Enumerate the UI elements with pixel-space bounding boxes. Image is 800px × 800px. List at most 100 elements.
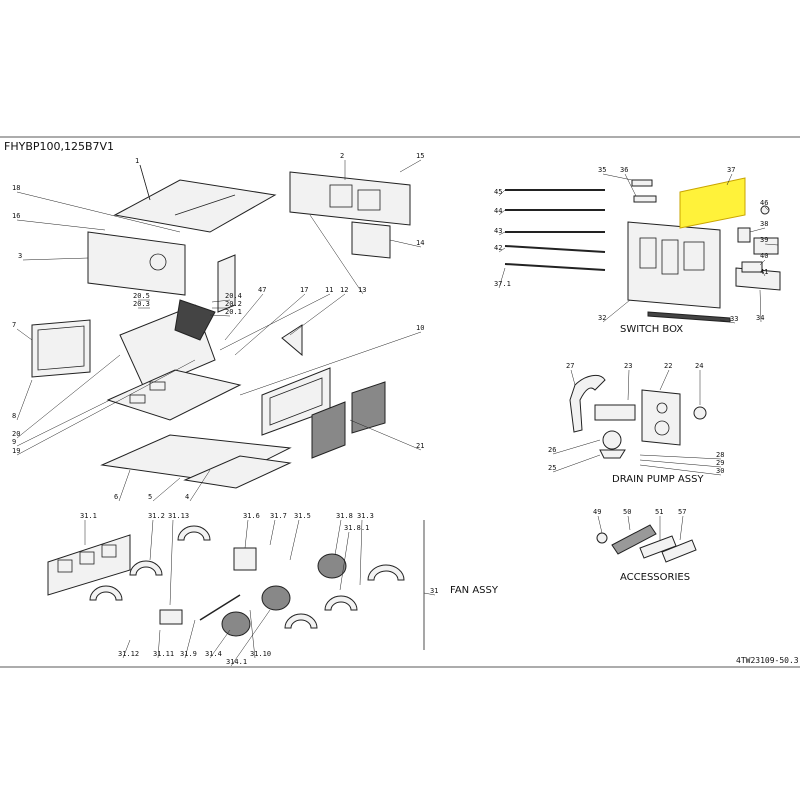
- part-label-11: 11: [325, 286, 333, 294]
- leader-line-31-5: [289, 519, 300, 561]
- leader-line-37-1: [498, 267, 506, 289]
- part-38: [737, 227, 751, 243]
- leader-line-50: [627, 515, 631, 531]
- part-label-20-3: 20.3: [133, 300, 150, 308]
- fan-assy-parts: [47, 525, 405, 637]
- leader-line-47: [224, 293, 264, 341]
- part-label-4: 4: [185, 493, 189, 501]
- leader-line-31-10: [249, 609, 256, 659]
- rods-45-37.1: [504, 189, 606, 271]
- plate-22: [641, 389, 681, 446]
- part-label-49: 49: [593, 508, 601, 516]
- drain-pump-26: [594, 404, 636, 459]
- part-46: [760, 205, 770, 215]
- part-label-36: 36: [620, 166, 628, 174]
- leader-line-16: [16, 219, 106, 231]
- part-label-24: 24: [695, 362, 703, 370]
- leader-line-43: [498, 231, 506, 236]
- leader-line-25: [552, 454, 601, 473]
- part-label-5: 5: [148, 493, 152, 501]
- part-label-29: 29: [716, 459, 724, 467]
- part-label-2: 2: [340, 152, 344, 160]
- panel-7: [31, 319, 91, 378]
- part-label-32: 32: [598, 314, 606, 322]
- leader-line-31-8: [334, 519, 342, 556]
- leader-line-33: [719, 319, 736, 324]
- leader-line-49: [597, 515, 603, 534]
- leader-line-21: [349, 419, 422, 451]
- leader-line-31-12: [122, 639, 131, 659]
- leader-line-46: [764, 206, 769, 211]
- part-label-37-1: 37.1: [494, 280, 511, 288]
- part-label-14: 14: [416, 239, 424, 247]
- grommet-24: [693, 406, 707, 420]
- caption-switch-box: SWITCH BOX: [620, 324, 683, 335]
- switch-box-32: [627, 221, 721, 309]
- leader-line-42: [498, 247, 506, 253]
- part-label-30: 30: [716, 467, 724, 475]
- part-label-21: 21: [416, 442, 424, 450]
- part-label-26: 26: [548, 446, 556, 454]
- part-label-37: 37: [727, 166, 735, 174]
- part-label-18: 18: [12, 184, 20, 192]
- part-label-31-8: 31.8: [336, 512, 353, 520]
- leader-line-20-4: [211, 299, 231, 303]
- part-label-33: 33: [730, 315, 738, 323]
- leader-line-5: [152, 477, 181, 502]
- leader-line-9: [16, 399, 111, 447]
- part-label-12: 12: [340, 286, 348, 294]
- part-label-42: 42: [494, 244, 502, 252]
- leader-line-3: [22, 257, 89, 261]
- part-label-20-5: 20.5: [133, 292, 150, 300]
- part-label-17: 17: [300, 286, 308, 294]
- part-label-45: 45: [494, 188, 502, 196]
- part-label-57: 57: [678, 508, 686, 516]
- part-label-31: 31: [430, 587, 438, 595]
- leader-line-57: [679, 515, 684, 541]
- part-label-31-4: 31.4: [205, 650, 222, 658]
- part-label-13: 13: [358, 286, 366, 294]
- document-code: 4TW23109-50.3: [736, 656, 799, 665]
- sheet-panels-4-5-6: [100, 434, 292, 489]
- leader-line-17: [234, 293, 306, 356]
- leader-line-19: [16, 359, 196, 456]
- leader-line-31-2: [149, 519, 154, 561]
- leader-line-314-1: [230, 609, 271, 667]
- part-label-31-9: 31.9: [180, 650, 197, 658]
- leader-line-31: [423, 592, 436, 596]
- leader-line-34: [759, 289, 762, 323]
- leader-line-39: [764, 243, 779, 246]
- part-label-16: 16: [12, 212, 20, 220]
- part-label-40: 40: [760, 252, 768, 260]
- part-label-31-3: 31.3: [357, 512, 374, 520]
- caption-drain-pump-assy: DRAIN PUMP ASSY: [612, 474, 704, 485]
- part-label-22: 22: [664, 362, 672, 370]
- part-label-314-1: 314.1: [226, 658, 247, 666]
- leader-line-1: [139, 164, 151, 201]
- drain-hose-27: [569, 374, 606, 433]
- part-label-38: 38: [760, 220, 768, 228]
- part-label-43: 43: [494, 227, 502, 235]
- part-label-46: 46: [760, 199, 768, 207]
- grille-21: [311, 381, 386, 459]
- leader-line-31-3: [359, 519, 363, 586]
- leader-line-41: [761, 269, 766, 277]
- part-40-41: [741, 261, 763, 273]
- part-label-50: 50: [623, 508, 631, 516]
- part-label-10: 10: [416, 324, 424, 332]
- caption-fan-assy: FAN ASSY: [450, 585, 499, 596]
- part-label-31-7: 31.7: [270, 512, 287, 520]
- leader-line-23: [627, 369, 630, 401]
- part-label-20-2: 20.2: [225, 300, 242, 308]
- highlighted-part-37: [679, 177, 746, 229]
- leader-line-15: [399, 159, 422, 173]
- leader-line-20-1: [209, 314, 231, 317]
- caption-accessories: ACCESSORIES: [620, 572, 690, 583]
- side-panel-3: [87, 231, 186, 296]
- part-label-20-1: 20.1: [225, 308, 242, 316]
- bar-33: [647, 311, 731, 323]
- leader-line-29: [639, 459, 722, 468]
- bracket-35: [631, 179, 653, 187]
- leader-line-11: [219, 293, 331, 351]
